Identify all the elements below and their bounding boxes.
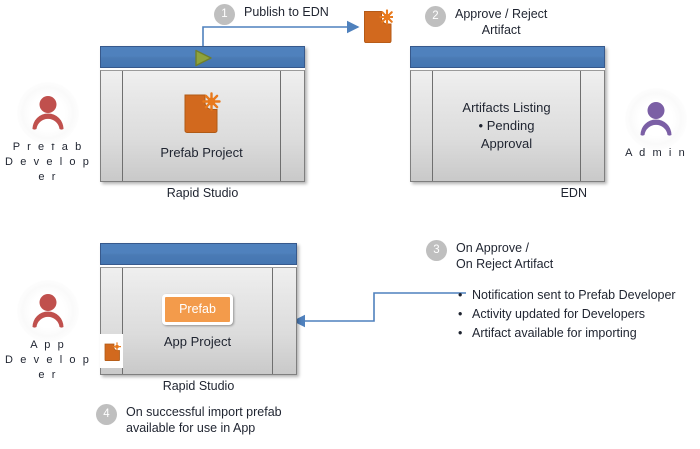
actor-label: A p p D e v e l o p e r	[0, 338, 96, 383]
project-label: App Project	[163, 333, 232, 349]
actor-label-line1: P r e f a b	[12, 141, 84, 153]
step-number: 3	[426, 240, 447, 261]
person-icon	[32, 294, 64, 328]
window-caption: Rapid Studio	[166, 186, 239, 200]
window-body: Prefab Project	[100, 70, 305, 182]
window-right-pane[interactable]	[272, 268, 296, 374]
actor-app-developer: A p p D e v e l o p e r	[0, 280, 96, 383]
prefab-project-artifact[interactable]	[183, 92, 221, 139]
outcome-list: • Notification sent to Prefab Developer …	[458, 287, 683, 344]
window-left-pane[interactable]	[411, 71, 433, 181]
step-number: 2	[425, 6, 446, 27]
step-number: 4	[96, 404, 117, 425]
window-rapid-studio-prefab[interactable]: Prefab Project Rapid Studio	[100, 46, 305, 200]
actor-label: P r e f a b D e v e l o p e r	[0, 140, 96, 185]
list-item: • Artifact available for importing	[458, 325, 683, 342]
window-body: Artifacts Listing • Pending Approval	[410, 70, 605, 182]
step-4: 4 On successful import prefab available …	[96, 404, 282, 436]
bullet-dot: •	[458, 307, 463, 321]
bullet-dot: •	[458, 326, 463, 340]
artifact-icon	[364, 9, 395, 44]
list-item-text: Artifact available for importing	[472, 326, 637, 340]
list-item: • Notification sent to Prefab Developer	[458, 287, 683, 304]
step-label: Publish to EDN	[244, 5, 329, 19]
window-body: Prefab App Project	[100, 267, 297, 375]
artifacts-listing-bullet-line2: Approval	[480, 136, 533, 151]
project-label: Prefab Project	[160, 145, 243, 160]
person-icon	[640, 102, 672, 136]
actor-admin: A d m i n	[608, 88, 700, 161]
play-triangle-icon[interactable]	[193, 49, 215, 67]
bullet-dot: •	[478, 118, 484, 133]
step-2: 2 Approve / Reject Artifact	[425, 6, 547, 38]
window-caption: EDN	[560, 186, 587, 200]
step-1: 1 Publish to EDN	[214, 4, 329, 25]
window-title-bar[interactable]	[410, 46, 605, 68]
window-left-pane[interactable]	[101, 71, 123, 181]
imported-artifact-slot[interactable]	[100, 334, 125, 368]
list-item-text: Notification sent to Prefab Developer	[472, 288, 676, 302]
actor-label: A d m i n	[608, 146, 700, 161]
artifacts-listing-bullet: • Pending	[462, 117, 550, 135]
list-item: • Activity updated for Developers	[458, 306, 683, 323]
actor-avatar-glow	[625, 88, 687, 150]
actor-label-line1: A p p	[30, 339, 66, 351]
list-item-text: Activity updated for Developers	[472, 307, 646, 321]
window-right-pane[interactable]	[280, 71, 304, 181]
window-title-bar[interactable]	[100, 46, 305, 68]
actor-label-line2: D e v e l o p e r	[5, 354, 91, 381]
actor-prefab-developer: P r e f a b D e v e l o p e r	[0, 82, 96, 185]
window-rapid-studio-app[interactable]: Prefab App Project Rapid Studio	[100, 243, 297, 393]
window-right-pane[interactable]	[580, 71, 604, 181]
actor-avatar-glow	[17, 82, 79, 144]
window-center-pane[interactable]: Prefab App Project	[123, 268, 272, 374]
artifact-icon	[104, 341, 121, 361]
window-center-pane[interactable]: Prefab Project	[123, 71, 280, 181]
step-label: On Approve / On Reject Artifact	[456, 241, 554, 271]
step-label: On successful import prefab available fo…	[126, 405, 282, 435]
artifacts-listing: Artifacts Listing • Pending Approval	[462, 99, 550, 153]
step-number: 1	[214, 4, 235, 25]
person-icon	[32, 96, 64, 130]
actor-label-line1: A d m i n	[625, 147, 687, 159]
window-caption: Rapid Studio	[162, 379, 235, 393]
window-edn[interactable]: Artifacts Listing • Pending Approval EDN	[410, 46, 605, 200]
step-label: Approve / Reject Artifact	[455, 7, 548, 37]
window-title-bar[interactable]	[100, 243, 297, 265]
window-center-pane[interactable]: Artifacts Listing • Pending Approval	[433, 71, 580, 181]
window-left-pane[interactable]	[100, 268, 125, 374]
artifacts-listing-heading: Artifacts Listing	[462, 100, 551, 115]
artifact-icon	[184, 92, 221, 133]
actor-avatar-glow	[17, 280, 79, 342]
step-3: 3 On Approve / On Reject Artifact	[426, 240, 553, 272]
artifacts-listing-bullet-text: Pending	[486, 118, 535, 133]
actor-label-line2: D e v e l o p e r	[5, 156, 91, 183]
bullet-dot: •	[458, 288, 463, 302]
published-artifact-icon	[363, 9, 395, 48]
prefab-badge[interactable]: Prefab	[162, 293, 233, 325]
